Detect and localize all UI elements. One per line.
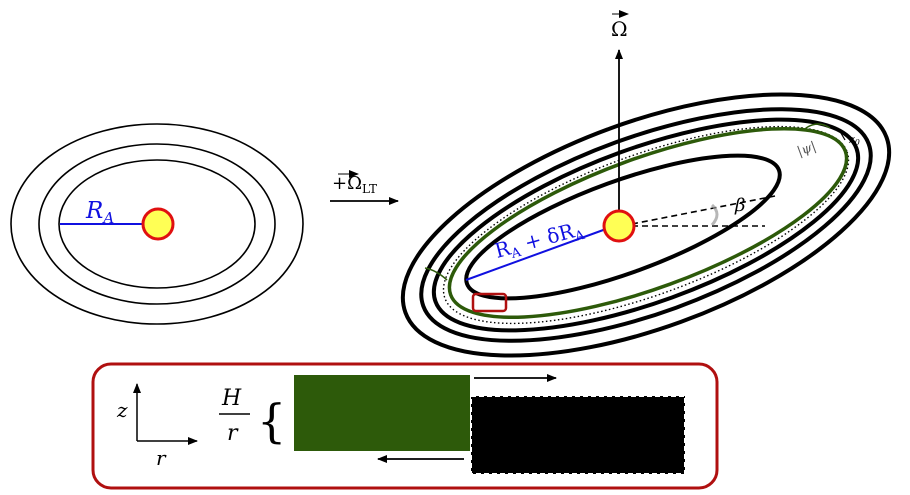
warped-ring-outer [400, 92, 892, 358]
green-disk-slab [294, 375, 470, 451]
aspect-ratio-brace: { [257, 394, 286, 448]
warped-ring-third [431, 117, 861, 333]
aspect-ratio-denominator: r [227, 421, 239, 446]
warped-radius-line [465, 228, 607, 281]
z0-marker [837, 127, 846, 141]
z0-label: z0 [848, 133, 860, 147]
flat-radius-label: RA [85, 198, 114, 227]
rotation-axis-label: Ω [611, 17, 628, 41]
tilt-angle-arc [710, 203, 719, 227]
black-disk-slab [470, 395, 686, 475]
inset-panel: z r H r { [91, 362, 719, 490]
lense-thirring-transition: +ΩLT [330, 170, 399, 205]
flat-ring-outer [10, 123, 304, 325]
psi-arc [805, 123, 831, 129]
warped-ring-second [419, 107, 873, 343]
tilt-dashed-line-upper [631, 195, 776, 225]
inset-z-label: z [116, 398, 128, 422]
warped-ring-dotted [442, 125, 850, 325]
green-ring-warp-tick [424, 267, 448, 281]
warped-radius-label: RA + δRA [492, 216, 587, 266]
flat-ring-middle [38, 143, 276, 305]
warped-ring-green [447, 126, 849, 320]
warped-ring-inner [464, 153, 782, 301]
flat-ring-inner [58, 159, 256, 289]
zoom-highlight-box [471, 292, 508, 313]
warped-disk: Ω β RA + δRA |ψ| z0 [400, 10, 892, 358]
flat-disk: RA [10, 123, 304, 325]
tilt-angle-label: β [734, 195, 745, 216]
flat-central-star [141, 207, 175, 241]
transition-label: +ΩLT [332, 173, 377, 196]
aspect-ratio-numerator: H [221, 386, 242, 411]
psi-label: |ψ| [795, 139, 818, 160]
warped-central-star [602, 209, 636, 243]
inset-r-label: r [156, 446, 167, 470]
